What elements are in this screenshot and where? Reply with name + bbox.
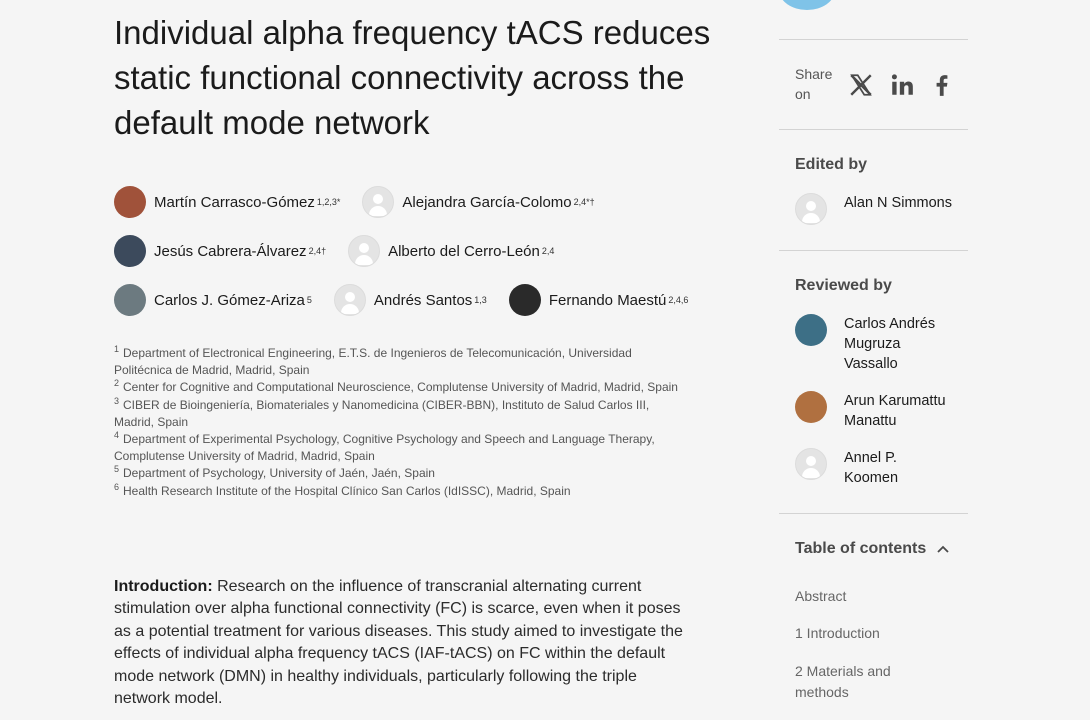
abstract-label: Introduction: — [114, 578, 213, 595]
toc-toggle[interactable]: Table of contents — [795, 540, 950, 558]
divider — [779, 129, 968, 130]
avatar — [795, 391, 827, 423]
chevron-up-icon — [937, 545, 949, 553]
linkedin-icon[interactable] — [889, 72, 915, 98]
affiliation-text: Department of Psychology, University of … — [123, 466, 435, 481]
affiliation-number: 2 — [114, 378, 120, 389]
reviewer[interactable]: Arun Karumattu Manattu — [795, 391, 965, 431]
affiliation-text: Center for Cognitive and Computational N… — [123, 380, 678, 395]
avatar — [348, 235, 381, 267]
divider — [779, 513, 968, 514]
author-name[interactable]: Martín Carrasco-Gómez — [154, 193, 315, 211]
editor-name[interactable]: Alan N Simmons — [844, 195, 952, 211]
reviewer[interactable]: Annel P. Koomen — [795, 448, 965, 488]
affiliation-text: CIBER de Bioingeniería, Biomateriales y … — [114, 397, 650, 429]
divider — [779, 39, 968, 40]
facebook-icon[interactable] — [929, 72, 955, 98]
author-name[interactable]: Carlos J. Gómez-Ariza — [154, 291, 305, 309]
author-name[interactable]: Andrés Santos — [373, 291, 473, 309]
avatar — [795, 448, 827, 480]
avatar — [795, 193, 827, 225]
author-name[interactable]: Jesús Cabrera-Álvarez — [154, 242, 307, 260]
avatar — [114, 235, 146, 267]
edited-by-heading: Edited by — [795, 156, 868, 173]
abstract-text: Research on the influence of transcrania… — [114, 578, 683, 708]
affiliation-text: Health Research Institute of the Hospita… — [123, 483, 571, 498]
affiliation-number: 4 — [114, 430, 120, 441]
reviewer-name[interactable]: Arun Karumattu Manattu — [844, 393, 946, 429]
avatar — [362, 186, 395, 218]
author-name[interactable]: Alberto del Cerro-León — [388, 242, 540, 260]
affiliation-number: 5 — [114, 464, 120, 475]
avatar — [114, 284, 146, 316]
affiliation-text: Department of Electronical Engineering, … — [114, 346, 632, 378]
affiliation-number: 3 — [114, 395, 120, 406]
avatar — [333, 284, 366, 316]
author-name[interactable]: Alejandra García-Colomo — [402, 193, 572, 211]
toc-item-introduction[interactable]: 1 Introduction — [795, 625, 880, 641]
reviewer-name[interactable]: Carlos Andrés Mugruza Vassallo — [844, 316, 936, 372]
toc-item-materials-methods[interactable]: 2 Materials and methods — [795, 663, 891, 700]
article-title: Individual alpha frequency tACS reduces … — [114, 14, 711, 141]
affiliation-text: Department of Experimental Psychology, C… — [114, 432, 655, 464]
avatar — [795, 314, 827, 346]
author-name[interactable]: Fernando Maestú — [548, 291, 667, 309]
journal-badge-icon — [779, 0, 835, 10]
x-icon[interactable] — [848, 72, 874, 98]
reviewed-by-heading: Reviewed by — [795, 277, 892, 294]
abstract-introduction: Introduction: Research on the influence … — [114, 576, 684, 710]
avatar — [114, 186, 146, 218]
toc-item-abstract[interactable]: Abstract — [795, 588, 847, 604]
affiliation-number: 6 — [114, 481, 120, 492]
affiliation-number: 1 — [114, 344, 120, 354]
toc-heading: Table of contents — [795, 540, 927, 557]
reviewer[interactable]: Carlos Andrés Mugruza Vassallo — [795, 314, 965, 374]
avatar — [508, 284, 541, 316]
editor[interactable]: Alan N Simmons — [795, 193, 965, 225]
reviewer-name[interactable]: Annel P. Koomen — [844, 450, 899, 486]
divider — [779, 250, 968, 251]
share-label: Share on — [795, 66, 833, 102]
